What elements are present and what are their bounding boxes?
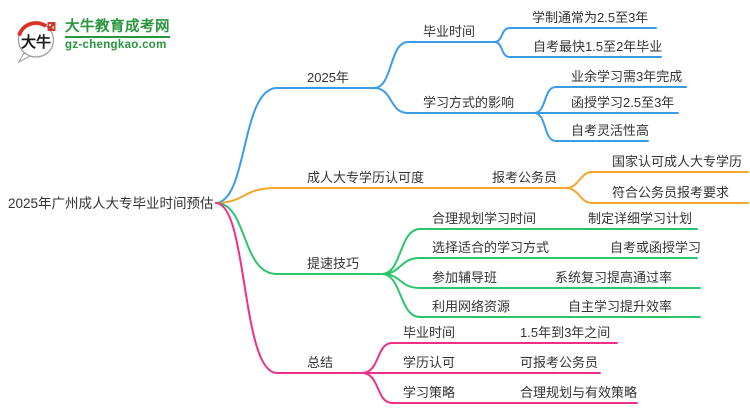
node-xuexi-celue: 学习策略	[403, 385, 456, 400]
node-tisu: 提速技巧	[307, 256, 360, 271]
node-zikao-hanshou: 自考或函授学习	[610, 240, 702, 255]
branch-line-tisu	[215, 202, 383, 275]
node-heli-celue: 合理规划与有效策略	[520, 385, 638, 400]
node-xueli-renke: 学历认可	[403, 355, 456, 370]
site-logo: 大牛 大牛教育成考网 gz-chengkao.com	[14, 16, 170, 64]
node-2025: 2025年	[307, 70, 349, 85]
branch-line-2025	[215, 87, 375, 204]
node-zikao-zuikuai: 自考最快1.5至2年毕业	[533, 39, 663, 54]
node-wangluo-ziyuan: 利用网络资源	[432, 299, 511, 314]
node-ke-baokao: 可报考公务员	[520, 355, 599, 370]
line-heli-guihua	[381, 228, 698, 275]
line-xuexi-celue	[361, 372, 638, 404]
svg-text:大牛: 大牛	[21, 33, 51, 51]
line-zikao-linghuo	[533, 112, 649, 142]
node-biye-shijian: 毕业时间	[423, 24, 476, 39]
node-fudaoban: 参加辅导班	[432, 270, 498, 285]
line-biye-pink	[361, 342, 618, 374]
node-xiangxi-jihua: 制定详细学习计划	[588, 211, 693, 226]
node-guojia-renke: 国家认可成人大专学历	[612, 154, 743, 169]
node-yeyu: 业余学习需3年完成	[571, 69, 683, 84]
line-fuhe-yaoqiu	[565, 187, 749, 204]
line-xuexi-fangshi	[373, 87, 535, 114]
node-fuhe-yaoqiu: 符合公务员报考要求	[612, 185, 730, 200]
node-biye-pink: 毕业时间	[403, 325, 456, 340]
node-baokao-gongwuyuan: 报考公务员	[492, 170, 558, 185]
logo-bubble-icon: 大牛	[17, 21, 56, 64]
root-node: 2025年广州成人大专毕业时间预估	[8, 196, 214, 211]
node-hanshou: 函授学习2.5至3年	[571, 95, 675, 110]
node-zizhu-xuexi: 自主学习提升效率	[568, 299, 673, 314]
node-heli-guihua: 合理规划学习时间	[432, 211, 537, 226]
node-zikao-linghuo: 自考灵活性高	[571, 123, 650, 138]
line-biye-shijian	[373, 41, 495, 89]
branch-line-zongjie	[215, 202, 363, 374]
node-xuanze-fangshi: 选择适合的学习方式	[432, 240, 550, 255]
line-zikao-zuikuai	[493, 41, 662, 58]
node-xitong-fuxi: 系统复习提高通过率	[555, 270, 673, 285]
node-xuezhi: 学制通常为2.5至3年	[532, 10, 649, 25]
branch-line-renkedu	[215, 187, 567, 204]
node-renkedu: 成人大专学历认可度	[307, 170, 425, 185]
node-xuexi-fangshi: 学习方式的影响	[423, 95, 515, 110]
line-wangluo-ziyuan	[381, 273, 701, 318]
node-15nian: 1.5年到3年之间	[520, 325, 611, 340]
site-name: 大牛教育成考网	[65, 19, 170, 38]
site-url: gz-chengkao.com	[65, 39, 167, 51]
node-zongjie: 总结	[307, 355, 334, 370]
